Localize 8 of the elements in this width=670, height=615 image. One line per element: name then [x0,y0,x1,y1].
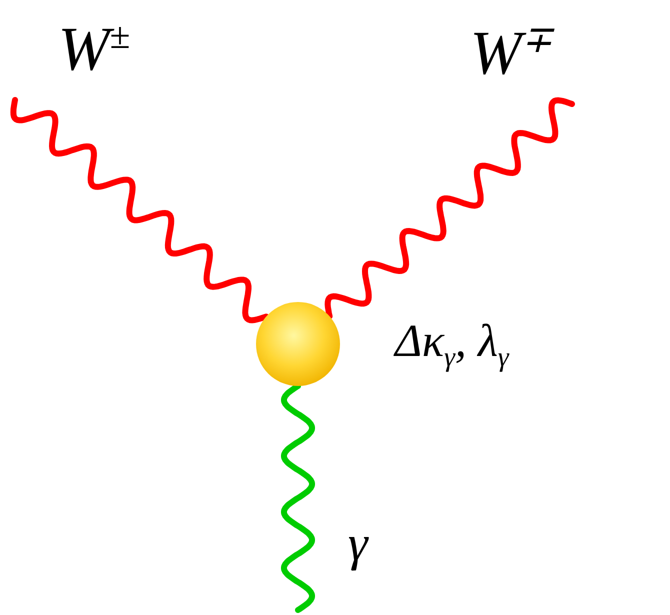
particle-label: γ [296,518,368,614]
vertex-blob [256,302,340,386]
wavy-line [281,383,315,613]
coupling-label: Δκ$_{γ}$, λ$_{γ}$ [395,318,509,371]
wavy-line [10,97,270,324]
particle-label: W$^{∓}$ [470,22,553,109]
wavy-line [324,97,575,320]
particle-label: W$^{±}$ [12,18,130,105]
